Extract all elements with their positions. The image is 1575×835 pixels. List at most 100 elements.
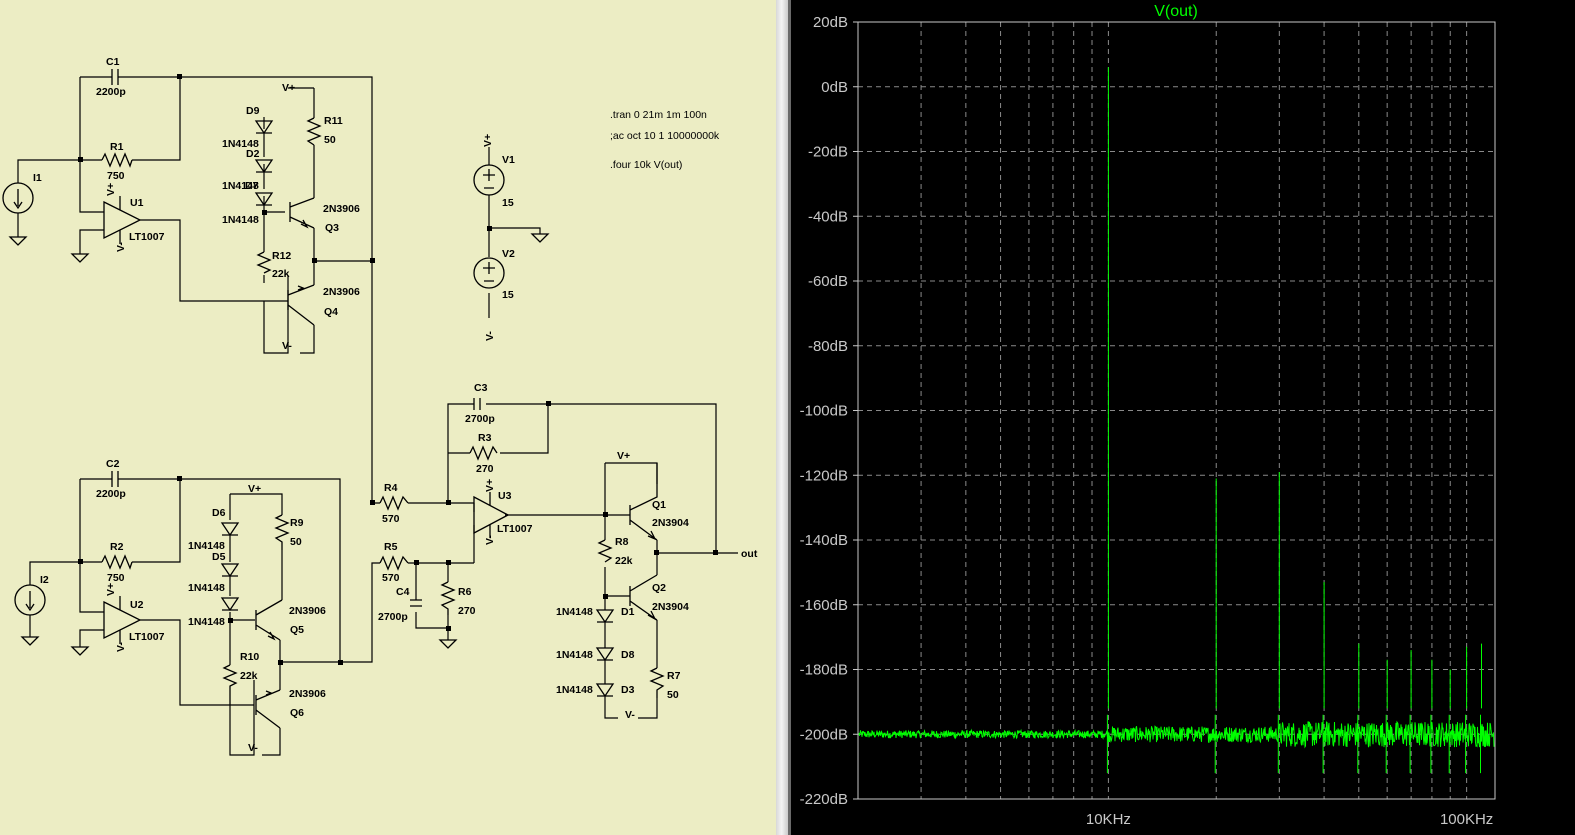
model-d5: 1N4148 — [188, 582, 225, 594]
resistor-r2[interactable] — [101, 554, 133, 570]
current-source-i1[interactable] — [2, 182, 34, 214]
diode-d3[interactable] — [595, 683, 615, 698]
model-q2: 2N3904 — [652, 601, 689, 613]
value-r5: 570 — [382, 572, 400, 584]
diode-d5[interactable] — [220, 563, 240, 578]
label-q1: Q1 — [652, 499, 666, 511]
label-u2: U2 — [130, 599, 144, 611]
diode-d6[interactable] — [220, 522, 240, 537]
ground-symbol — [530, 233, 550, 243]
output-stage: C3 2700p R3 270 R4 570 R5 570 C4 2700p R… — [340, 261, 758, 721]
y-tick-label: -80dB — [808, 338, 848, 355]
fft-plot[interactable]: 20dB0dB-20dB-40dB-60dB-80dB-100dB-120dB-… — [791, 0, 1575, 835]
resistor-r9[interactable] — [274, 514, 290, 550]
model-u2: LT1007 — [129, 631, 165, 643]
resistor-r4[interactable] — [379, 495, 409, 511]
capacitor-c4[interactable] — [410, 599, 422, 607]
label-q2: Q2 — [652, 582, 666, 594]
model-d7: 1N4148 — [222, 180, 259, 192]
vminus-u1: V- — [115, 242, 127, 252]
model-d10: 1N4148 — [188, 616, 225, 628]
pane-splitter-edge — [788, 0, 791, 835]
y-tick-label: -140dB — [800, 532, 848, 549]
diode-d7[interactable] — [254, 192, 274, 207]
directive-four[interactable]: .four 10k V(out) — [610, 159, 682, 171]
diode-d1[interactable] — [595, 609, 615, 624]
model-q6: 2N3906 — [289, 688, 326, 700]
transistor-q6[interactable] — [255, 689, 281, 729]
transistor-q4[interactable] — [287, 284, 315, 326]
plot-grid — [857, 21, 1495, 800]
label-r1: R1 — [110, 141, 124, 153]
trace-vout[interactable] — [858, 67, 1495, 774]
current-source-i2[interactable] — [14, 584, 46, 616]
vplus-u1: V+ — [105, 183, 117, 196]
label-q3: Q3 — [325, 222, 339, 234]
vminus-label: V- — [282, 340, 292, 352]
transistor-q3[interactable] — [289, 197, 315, 229]
label-r7: R7 — [667, 670, 681, 682]
model-u1: LT1007 — [129, 231, 165, 243]
resistor-r10[interactable] — [222, 664, 238, 705]
vminus-v2: V- — [484, 331, 496, 341]
pane-splitter[interactable] — [776, 0, 790, 835]
capacitor-c3[interactable] — [473, 398, 481, 410]
ground-symbol — [438, 639, 458, 649]
y-tick-label: -40dB — [808, 208, 848, 225]
capacitor-c2[interactable] — [111, 471, 119, 487]
transistor-q1[interactable] — [629, 463, 658, 541]
spice-directives[interactable]: .tran 0 21m 1m 100n ;ac oct 10 1 1000000… — [610, 109, 720, 171]
label-r2: R2 — [110, 541, 124, 553]
y-tick-label: -200dB — [800, 726, 848, 743]
resistor-r8[interactable] — [597, 539, 613, 563]
trace-title[interactable]: V(out) — [1154, 3, 1198, 20]
directive-ac[interactable]: ;ac oct 10 1 10000000k — [610, 130, 720, 142]
opamp-u3[interactable] — [473, 495, 510, 535]
diode-d2[interactable] — [254, 159, 274, 174]
transistor-q2[interactable] — [629, 574, 658, 621]
transistor-q5[interactable] — [255, 599, 283, 641]
value-c3: 2700p — [465, 413, 495, 425]
value-r11: 50 — [324, 134, 336, 146]
schematic-canvas[interactable]: C1 2200p R1 750 I1 U1 LT1007 V+ V- V+ D9… — [0, 0, 776, 835]
label-r11: R11 — [324, 115, 343, 127]
resistor-r3[interactable] — [469, 445, 498, 461]
opamp-u1[interactable] — [103, 200, 142, 240]
diode-d8[interactable] — [595, 647, 615, 662]
value-v2: 15 — [502, 289, 514, 301]
resistor-r6[interactable] — [440, 581, 456, 615]
capacitor-c1[interactable] — [111, 69, 119, 85]
value-c4: 2700p — [378, 611, 408, 623]
vminus-u2: V- — [115, 642, 127, 652]
y-tick-label: -120dB — [800, 467, 848, 484]
directive-tran[interactable]: .tran 0 21m 1m 100n — [610, 109, 707, 121]
y-tick-label: -20dB — [808, 144, 848, 161]
resistor-r12[interactable] — [256, 251, 272, 274]
vplus-u2: V+ — [105, 583, 117, 596]
label-d3: D3 — [621, 684, 635, 696]
label-i2: I2 — [40, 574, 49, 586]
y-tick-label: -60dB — [808, 273, 848, 290]
resistor-r5[interactable] — [379, 555, 409, 571]
schematic-pane[interactable]: C1 2200p R1 750 I1 U1 LT1007 V+ V- V+ D9… — [0, 0, 776, 835]
voltage-source-v1[interactable] — [473, 164, 505, 196]
diode-d10[interactable] — [220, 597, 240, 612]
net-label-out: out — [741, 548, 758, 560]
voltage-source-v2[interactable] — [473, 257, 505, 289]
resistor-r11[interactable] — [306, 117, 322, 146]
diode-d9[interactable] — [254, 120, 274, 135]
label-d8: D8 — [621, 649, 635, 661]
y-tick-label: -220dB — [800, 791, 848, 808]
resistor-r1[interactable] — [101, 152, 133, 168]
value-r1: 750 — [107, 170, 125, 182]
resistor-r7[interactable] — [649, 667, 665, 698]
label-c3: C3 — [474, 382, 488, 394]
opamp-u2[interactable] — [103, 600, 142, 640]
model-d1: 1N4148 — [556, 606, 593, 618]
y-tick-label: 20dB — [813, 14, 848, 31]
value-r2: 750 — [107, 572, 125, 584]
y-tick-label: -160dB — [800, 597, 848, 614]
value-r10: 22k — [240, 670, 258, 682]
